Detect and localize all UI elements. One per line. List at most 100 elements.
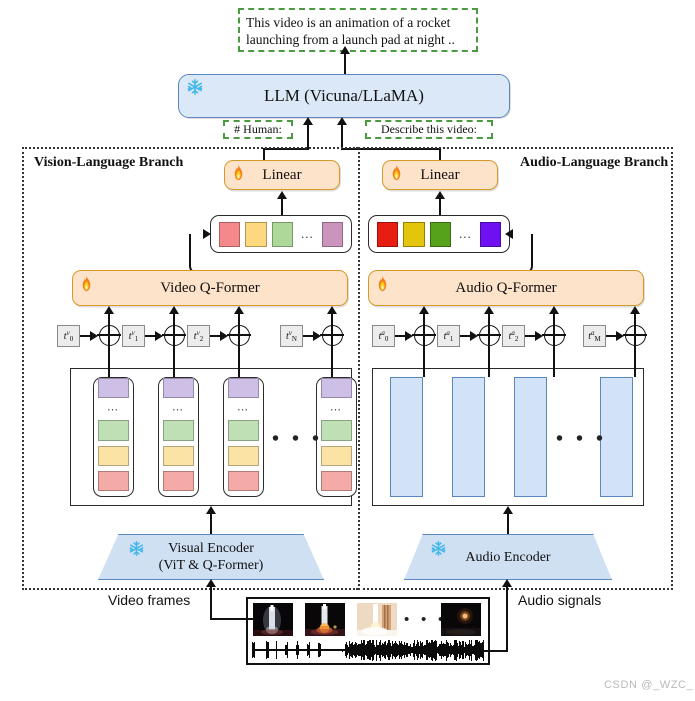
audio-feature-column-m — [600, 377, 633, 497]
audio-token-strip: ... — [368, 215, 510, 253]
vision-pe-label-2: tv2 — [193, 329, 204, 343]
audio-tokens-to-linear-arrow — [435, 191, 445, 199]
audio-encoder-to-features-line — [507, 513, 509, 535]
audio-tokens-to-linear-line — [439, 198, 441, 216]
audio-plus-1 — [477, 323, 501, 347]
visual-encoder-label-line-2: (ViT & Q-Former) — [158, 558, 264, 573]
audio-pe-label-0: ta0 — [378, 329, 389, 343]
vision-plus-up-line-n — [331, 312, 333, 326]
vision-col-line-1 — [173, 347, 175, 377]
flame-icon — [378, 275, 387, 292]
visual-encoder-label-line-1: Visual Encoder — [168, 541, 254, 556]
frames-to-encoder-horizontal — [210, 618, 254, 620]
audio-token-2 — [429, 221, 452, 247]
audio-plus-up-line-m — [634, 312, 636, 326]
rocket-launch-frame-4 — [441, 603, 481, 636]
flame-icon — [234, 164, 243, 181]
audio-col-line-1 — [488, 347, 490, 377]
audio-qformer-box: Audio Q-Former — [368, 270, 644, 306]
audio-plus-up-line-0 — [423, 312, 425, 326]
frames-to-encoder-vertical — [210, 586, 212, 620]
flame-icon — [392, 164, 401, 181]
vision-cell-ellipsis-2: ⋯ — [237, 403, 250, 416]
vision-columns-ellipsis: • • • — [272, 428, 324, 450]
video-qformer-label: Video Q-Former — [160, 279, 260, 296]
audio-linear-box: Linear — [382, 160, 498, 190]
audio-linear-label: Linear — [420, 166, 460, 183]
vision-pos-embedding-1: tv1 — [122, 325, 145, 347]
audio-plus-2 — [542, 323, 566, 347]
waveform-to-encoder-horizontal — [484, 650, 508, 652]
audio-token-3 — [479, 221, 502, 247]
vision-pe-arrow-n — [313, 331, 321, 341]
model-response-box: This video is an animation of a rocket l… — [238, 8, 478, 52]
vision-pe-arrow-0 — [90, 331, 98, 341]
vision-plus-2 — [227, 323, 251, 347]
vision-token-1 — [245, 221, 267, 247]
llm-box: LLM (Vicuna/LLaMA) — [178, 74, 510, 118]
audio-columns-ellipsis: • • • — [556, 428, 608, 450]
vision-plus-up-line-0 — [108, 312, 110, 326]
vision-pe-arrow-line-2 — [210, 335, 221, 337]
vision-pe-arrow-line-n — [303, 335, 314, 337]
vision-cell-2-yellow — [228, 445, 259, 466]
audio-token-0 — [377, 221, 399, 247]
vision-cell-2-green — [228, 420, 259, 441]
audio-pe-arrow-line-0 — [395, 335, 406, 337]
vision-col-line-n — [331, 347, 333, 377]
vision-cell-0-red — [98, 470, 129, 491]
human-prompt-label: # Human: — [234, 122, 282, 136]
audio-pos-embedding-0: ta0 — [372, 325, 395, 347]
vision-linear-to-llm-vertical-b — [307, 124, 309, 150]
vision-cell-1-purple — [163, 378, 194, 399]
vision-cell-2-purple — [228, 378, 259, 399]
llm-label: LLM (Vicuna/LLaMA) — [264, 86, 424, 105]
vision-plus-0 — [97, 323, 121, 347]
audio-plus-up-arrow-2 — [549, 306, 559, 314]
audio-col-line-m — [634, 347, 636, 377]
vision-pe-label-0: tv0 — [63, 329, 74, 343]
vision-tokens-to-linear-line — [281, 198, 283, 216]
audio-pe-arrow-1 — [470, 331, 478, 341]
vision-linear-box: Linear — [224, 160, 340, 190]
vision-qformer-to-strip-elbow — [189, 234, 212, 274]
audio-plus-up-line-2 — [553, 312, 555, 326]
vision-token-3 — [321, 221, 344, 247]
vision-token-0 — [219, 221, 241, 247]
audio-qformer-to-strip-elbow — [510, 234, 533, 274]
vision-cell-0-purple — [98, 378, 129, 399]
vision-pos-embedding-0: tv0 — [57, 325, 80, 347]
vision-pe-label-n: tvN — [286, 329, 297, 343]
vision-branch-label: Vision-Language Branch — [34, 155, 184, 170]
vision-col-line-0 — [108, 347, 110, 377]
model-response-line-2: launching from a launch pad at night .. — [246, 32, 455, 47]
vision-plus-n — [320, 323, 344, 347]
audio-pos-embedding-2: ta2 — [502, 325, 525, 347]
vision-linear-to-llm-horizontal — [263, 148, 309, 150]
vision-plus-up-arrow-1 — [169, 306, 179, 314]
audio-plus-m — [623, 323, 647, 347]
audio-pos-embedding-1: ta1 — [437, 325, 460, 347]
instruction-prompt-box: Describe this video: — [365, 120, 493, 139]
audio-pe-label-m: taM — [588, 329, 601, 343]
audio-linear-to-llm-vertical-a — [439, 150, 441, 168]
vision-token-2 — [271, 221, 294, 247]
llm-to-response-line — [344, 52, 346, 74]
vision-col-line-2 — [238, 347, 240, 377]
vision-qformer-to-strip-arrow — [203, 229, 211, 239]
audio-plus-up-arrow-m — [630, 306, 640, 314]
waveform-to-encoder-vertical — [506, 586, 508, 652]
vision-plus-1 — [162, 323, 186, 347]
vision-cell-n-purple — [321, 378, 352, 399]
vision-pe-arrow-line-0 — [80, 335, 91, 337]
audio-pe-label-1: ta1 — [443, 329, 454, 343]
snowflake-icon — [129, 541, 144, 556]
audio-plus-up-line-1 — [488, 312, 490, 326]
vision-tokens-to-linear-arrow — [277, 191, 287, 199]
audio-signals-label: Audio signals — [518, 592, 602, 608]
watermark: CSDN @_WZC_ — [604, 679, 694, 691]
human-prompt-box: # Human: — [223, 120, 293, 139]
vision-branch-frame — [22, 147, 358, 590]
vision-linear-to-llm-vertical-a — [263, 150, 265, 168]
